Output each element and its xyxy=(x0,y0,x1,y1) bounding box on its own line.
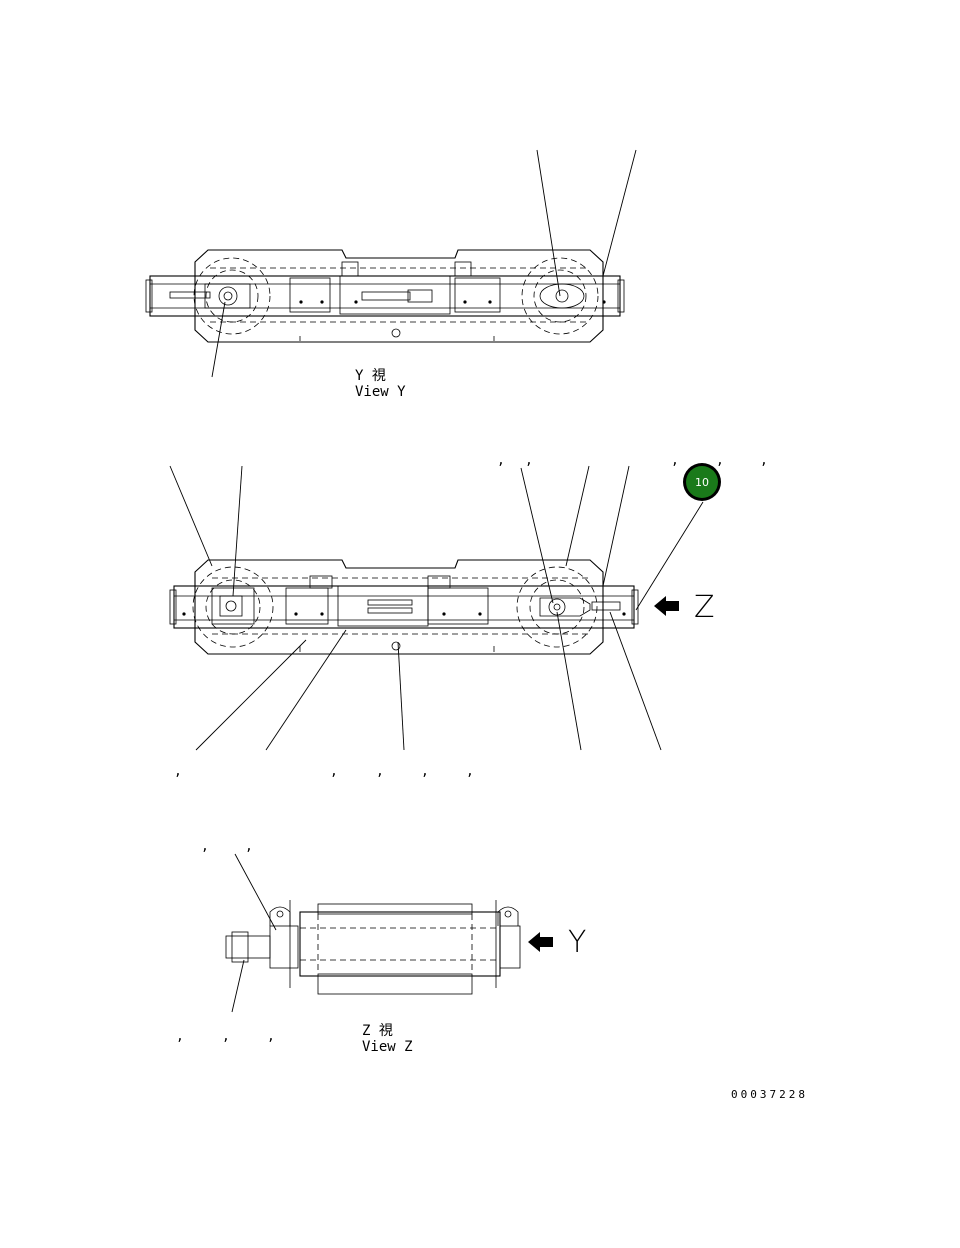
callout-badge-number[interactable]: 10 xyxy=(695,476,709,489)
z-direction-arrow-icon xyxy=(654,596,679,616)
main-view-drawing xyxy=(169,465,704,751)
comma-mark: , xyxy=(330,764,338,779)
callout-badge[interactable]: 10 xyxy=(683,463,721,501)
comma-mark: , xyxy=(376,764,384,779)
callout-badge-fill[interactable] xyxy=(686,466,718,498)
view-z-drawing xyxy=(225,853,553,1013)
comma-mark: , xyxy=(716,453,724,468)
comma-mark: , xyxy=(466,764,474,779)
view-y-title-jp: Y 視 xyxy=(355,368,386,384)
comma-mark: , xyxy=(497,453,505,468)
comma-mark: , xyxy=(671,453,679,468)
comma-mark: , xyxy=(201,839,209,854)
view-z-title-jp: Z 視 xyxy=(362,1023,393,1039)
arrow-y-letter: Y xyxy=(568,925,586,960)
comma-mark: , xyxy=(176,1029,184,1044)
view-z-title-en: View Z xyxy=(362,1039,413,1055)
arrow-z-letter: Z xyxy=(694,590,715,625)
comma-mark: , xyxy=(174,764,182,779)
y-direction-arrow-icon xyxy=(528,932,553,952)
comma-mark: , xyxy=(760,453,768,468)
view-y-title-en: View Y xyxy=(355,384,406,400)
comma-mark: , xyxy=(421,764,429,779)
comma-mark: , xyxy=(267,1029,275,1044)
view-y-drawing xyxy=(145,149,637,378)
comma-mark: , xyxy=(525,453,533,468)
comma-mark: , xyxy=(245,839,253,854)
part-code: 00037228 xyxy=(731,1088,808,1101)
comma-mark: , xyxy=(222,1029,230,1044)
